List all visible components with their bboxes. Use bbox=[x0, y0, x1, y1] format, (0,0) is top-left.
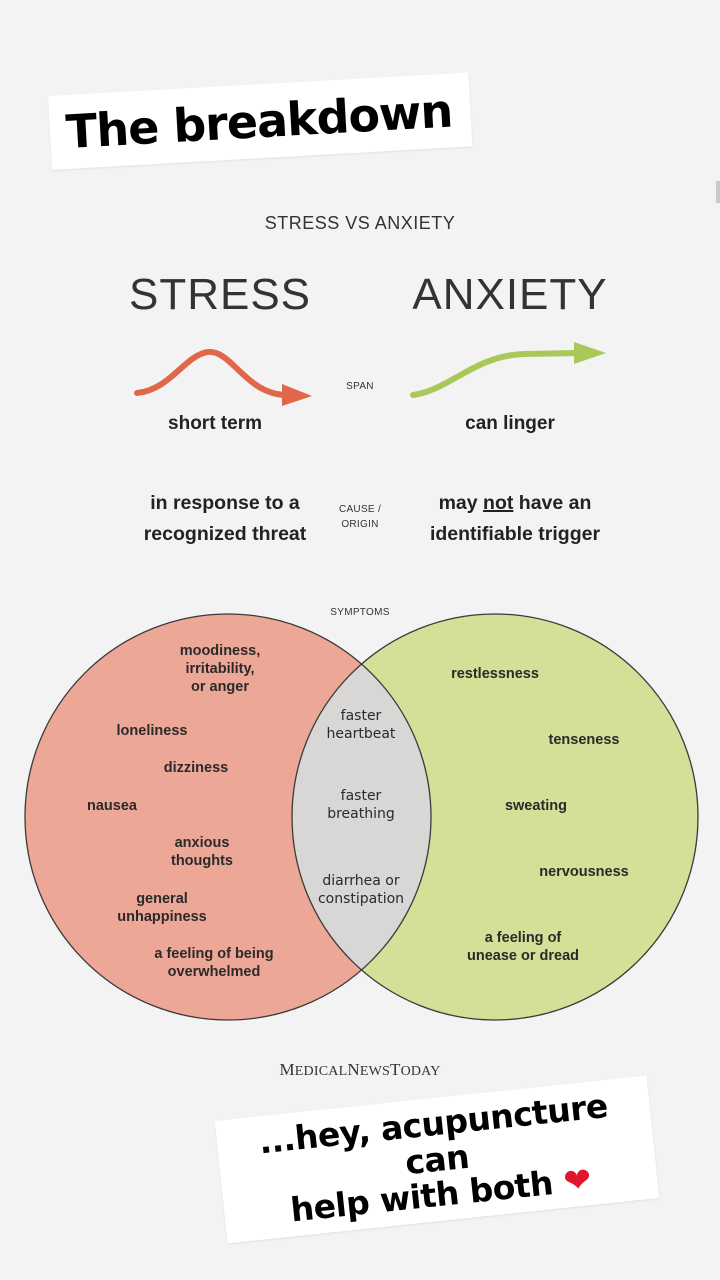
anxiety-span-arrow bbox=[410, 350, 581, 398]
cause-origin-label: CAUSE / ORIGIN bbox=[310, 502, 410, 532]
symptom-line: sweating bbox=[504, 798, 568, 814]
symptom-line: tenseness bbox=[548, 732, 620, 748]
symptom-line: unease or dread bbox=[466, 948, 579, 965]
symptom-line: dizziness bbox=[163, 760, 229, 776]
cause-label-line2: ORIGIN bbox=[341, 519, 379, 530]
overlap-region bbox=[292, 614, 431, 1020]
medical-news-today-logo: MEDICALNEWSTODAY bbox=[0, 1060, 720, 1080]
anxiety-symptom: restlessness bbox=[430, 665, 560, 683]
anxiety-cause-text: may not have an identifiable trigger bbox=[395, 488, 635, 550]
symptom-line: heartbeat bbox=[326, 725, 396, 742]
symptom-line: moodiness, bbox=[179, 643, 261, 659]
symptom-line: unhappiness bbox=[117, 909, 207, 926]
anxiety-symptom: a feeling of unease or dread bbox=[444, 929, 602, 965]
sticker-top-text: The breakdown bbox=[64, 83, 454, 160]
anxiety-cause-post: have an bbox=[513, 492, 592, 514]
anxiety-span-text: can linger bbox=[465, 413, 555, 434]
stress-span-text: short term bbox=[168, 413, 262, 434]
diagram-subtitle: STRESS VS ANXIETY bbox=[264, 213, 456, 233]
symptom-line: or anger bbox=[190, 679, 249, 696]
symptom-line: nervousness bbox=[539, 864, 629, 880]
anxiety-circle-outline bbox=[291, 613, 699, 1021]
logo-letter: T bbox=[389, 1060, 401, 1079]
stress-symptom: loneliness bbox=[92, 722, 212, 740]
anxiety-cause-line2: identifiable trigger bbox=[429, 523, 601, 546]
stress-symptom: dizziness bbox=[136, 759, 256, 777]
symptom-line: constipation bbox=[317, 890, 405, 907]
symptom-line: anxious bbox=[174, 835, 230, 851]
stress-heading: STRESS bbox=[128, 270, 312, 319]
stress-symptom: general unhappiness bbox=[102, 890, 222, 926]
symptom-line: nausea bbox=[87, 798, 137, 814]
shared-symptom: faster heartbeat bbox=[300, 708, 422, 743]
logo-letter: N bbox=[347, 1060, 360, 1079]
stress-arrowhead bbox=[282, 384, 312, 406]
anxiety-arrowhead bbox=[574, 342, 606, 364]
symptoms-label: SYMPTOMS bbox=[330, 607, 390, 618]
cause-label-line1: CAUSE / bbox=[338, 504, 382, 515]
stress-cause-line2: recognized threat bbox=[143, 523, 307, 546]
anxiety-heading: ANXIETY bbox=[412, 270, 608, 319]
symptom-line: restlessness bbox=[451, 666, 539, 682]
symptom-line: diarrhea or bbox=[322, 873, 400, 889]
span-label: SPAN bbox=[346, 381, 374, 392]
stress-symptom: anxious thoughts bbox=[142, 834, 262, 870]
symptom-line: faster bbox=[340, 788, 382, 804]
anxiety-symptom: nervousness bbox=[524, 863, 644, 881]
symptom-line: overwhelmed bbox=[167, 964, 261, 981]
symptom-line: thoughts bbox=[170, 853, 233, 870]
logo-part: EDICAL bbox=[294, 1064, 348, 1079]
anxiety-cause-line1: may not have an bbox=[395, 488, 635, 519]
stress-symptom: a feeling of being overwhelmed bbox=[138, 945, 290, 981]
symptom-line: faster bbox=[340, 708, 382, 724]
symptom-line: breathing bbox=[327, 805, 395, 822]
logo-part: EWS bbox=[359, 1064, 390, 1079]
symptom-line: general bbox=[136, 891, 188, 907]
logo-letter: M bbox=[279, 1060, 295, 1079]
heart-icon: ❤ bbox=[561, 1159, 593, 1202]
anxiety-symptom: tenseness bbox=[524, 731, 644, 749]
stress-symptom: nausea bbox=[62, 797, 162, 815]
stress-cause-line1: in response to a bbox=[150, 492, 300, 514]
anxiety-cause-pre: may bbox=[438, 492, 484, 514]
symptom-line: a feeling of bbox=[484, 930, 562, 946]
anxiety-symptom: sweating bbox=[476, 797, 596, 815]
stress-symptom: moodiness, irritability, or anger bbox=[150, 642, 290, 696]
symptom-line: loneliness bbox=[116, 723, 188, 739]
anxiety-cause-emphasis: not bbox=[483, 492, 514, 514]
stress-span-arrow bbox=[134, 349, 288, 398]
stress-circle-outline bbox=[24, 613, 432, 1021]
shared-symptom: diarrhea or constipation bbox=[296, 873, 426, 908]
shared-symptom: faster breathing bbox=[300, 788, 422, 823]
symptom-line: a feeling of being bbox=[154, 946, 274, 962]
logo-part: ODAY bbox=[400, 1064, 441, 1079]
stress-cause-text: in response to a recognized threat bbox=[100, 488, 350, 550]
symptom-line: irritability, bbox=[185, 661, 255, 678]
edge-scroll-mark bbox=[716, 181, 720, 203]
